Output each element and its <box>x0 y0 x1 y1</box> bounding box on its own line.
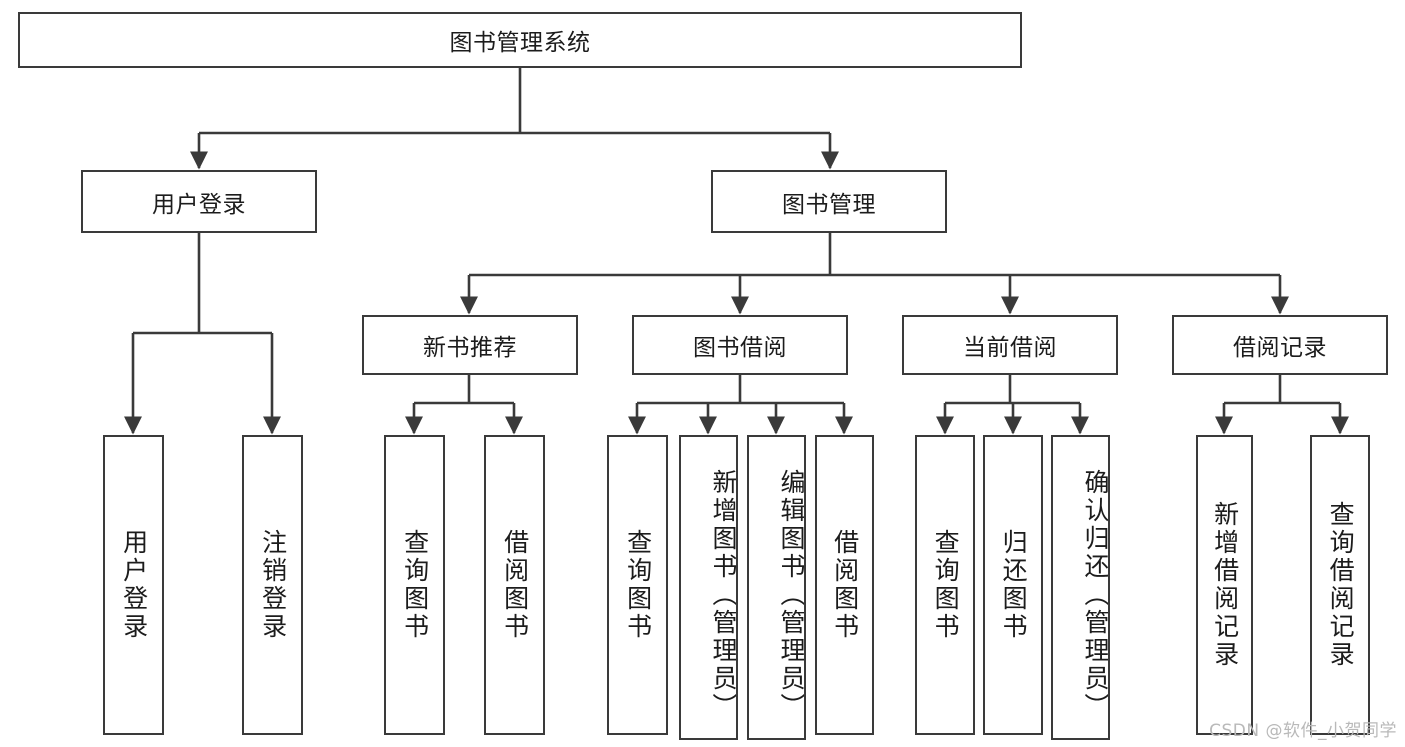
leaf-book-borrow-edit-book-admin[interactable]: 编辑图书（管理员） <box>747 435 806 740</box>
node-borrow-record[interactable]: 借阅记录 <box>1172 315 1388 375</box>
node-book-borrow[interactable]: 图书借阅 <box>632 315 848 375</box>
node-new-book-recommend[interactable]: 新书推荐 <box>362 315 578 375</box>
leaf-current-borrow-return-book[interactable]: 归还图书 <box>983 435 1043 735</box>
csdn-watermark: CSDN @软件_小贺同学 <box>1209 721 1397 741</box>
leaf-current-borrow-query-book[interactable]: 查询图书 <box>915 435 975 735</box>
leaf-book-borrow-add-book-admin[interactable]: 新增图书（管理员） <box>679 435 738 740</box>
leaf-borrow-record-query-record[interactable]: 查询借阅记录 <box>1310 435 1370 735</box>
leaf-new-book-query-book[interactable]: 查询图书 <box>384 435 445 735</box>
leaf-current-borrow-confirm-return-admin[interactable]: 确认归还（管理员） <box>1051 435 1110 740</box>
leaf-new-book-borrow-book[interactable]: 借阅图书 <box>484 435 545 735</box>
leaf-book-borrow-borrow-book[interactable]: 借阅图书 <box>815 435 874 735</box>
leaf-user-login-logout[interactable]: 注销登录 <box>242 435 303 735</box>
leaf-borrow-record-add-record[interactable]: 新增借阅记录 <box>1196 435 1253 735</box>
node-root-system[interactable]: 图书管理系统 <box>18 12 1022 68</box>
node-current-borrow[interactable]: 当前借阅 <box>902 315 1118 375</box>
leaf-book-borrow-query-book[interactable]: 查询图书 <box>607 435 668 735</box>
leaf-user-login-login[interactable]: 用户登录 <box>103 435 164 735</box>
node-user-login[interactable]: 用户登录 <box>81 170 317 233</box>
node-book-management[interactable]: 图书管理 <box>711 170 947 233</box>
